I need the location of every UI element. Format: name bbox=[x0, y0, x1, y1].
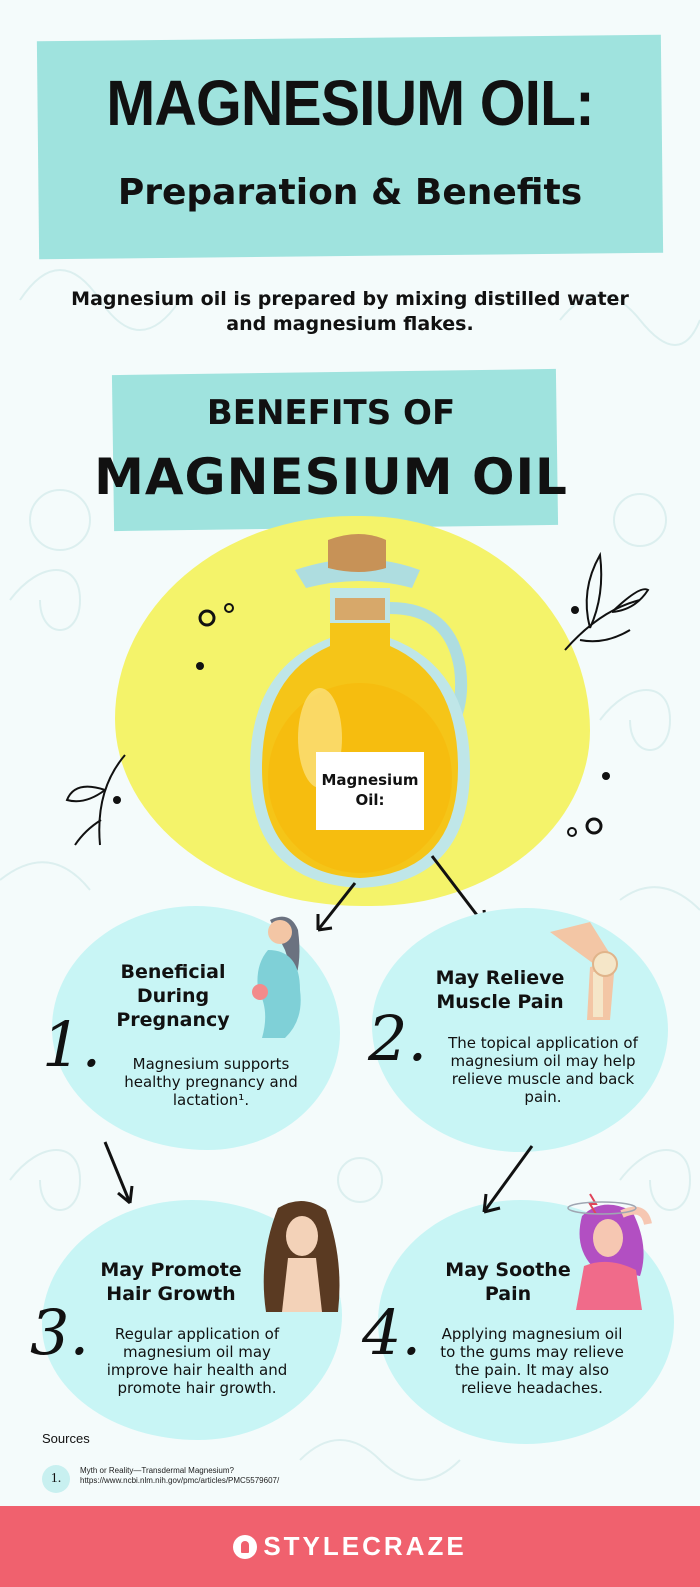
benefit-2-text-line: relieve muscle and back bbox=[451, 1070, 635, 1088]
benefit-4-text-line: the pain. It may also bbox=[454, 1361, 610, 1379]
arrow-down-left-icon bbox=[316, 882, 357, 932]
benefit-3-text-line: improve hair health and bbox=[106, 1361, 288, 1379]
benefit-3-text-line: magnesium oil may bbox=[123, 1343, 271, 1361]
benefit-2-text-line: The topical application of bbox=[448, 1034, 638, 1052]
bottle-label-line-1: Magnesium bbox=[321, 771, 419, 789]
benefits-heading-line-1: BENEFITS OF bbox=[206, 393, 456, 433]
benefit-1-number: 1. bbox=[42, 1008, 102, 1081]
benefit-1-title: Beneficial During Pregnancy bbox=[98, 960, 248, 1032]
benefit-3-number: 3. bbox=[30, 1296, 90, 1369]
benefit-1-title-line: Pregnancy bbox=[116, 1009, 230, 1031]
leaf-sprig-icon bbox=[564, 551, 650, 651]
benefit-2-title-line: May Relieve bbox=[435, 967, 565, 989]
benefit-3-title: May Promote Hair Growth bbox=[86, 1258, 256, 1306]
benefit-4-number: 4. bbox=[362, 1296, 422, 1369]
decorative-dots-icon bbox=[567, 772, 610, 837]
benefit-3-title-line: May Promote bbox=[100, 1259, 242, 1281]
benefit-2-text-line: magnesium oil may help bbox=[450, 1052, 636, 1070]
sources-label: Sources bbox=[42, 1431, 90, 1446]
benefit-2-bubble bbox=[372, 908, 668, 1152]
benefit-3-text: Regular application of magnesium oil may… bbox=[86, 1325, 308, 1397]
benefits-heading-line-2: MAGNESIUM OIL bbox=[94, 448, 568, 506]
benefit-4-text-line: to the gums may relieve bbox=[440, 1343, 624, 1361]
brand-name[interactable]: STYLECRAZE bbox=[263, 1531, 467, 1561]
leaf-sprig-icon bbox=[65, 754, 126, 846]
intro-line-1: Magnesium oil is prepared by mixing dist… bbox=[71, 288, 629, 310]
source-number: 1. bbox=[42, 1465, 70, 1493]
benefit-2-number: 2. bbox=[368, 1002, 428, 1075]
benefit-1-text: Magnesium supports healthy pregnancy and… bbox=[106, 1055, 316, 1109]
benefit-1-text-line: lactation¹. bbox=[172, 1091, 250, 1109]
benefit-3-text-line: Regular application of bbox=[114, 1325, 280, 1343]
oil-bottle-illustration bbox=[250, 534, 470, 888]
intro-text: Magnesium oil is prepared by mixing dist… bbox=[40, 287, 660, 337]
bottle-label: Magnesium Oil: bbox=[316, 752, 424, 830]
arrow-down-left-icon bbox=[482, 1145, 534, 1214]
pregnant-woman-icon bbox=[252, 916, 301, 1038]
footer-bar: STYLECRAZE bbox=[0, 1506, 700, 1587]
decorative-dots-icon bbox=[196, 603, 234, 670]
benefit-4-title-line: Pain bbox=[484, 1283, 532, 1305]
long-hair-woman-icon bbox=[263, 1200, 340, 1312]
source-title: Myth or Reality—Transdermal Magnesium? bbox=[80, 1466, 234, 1475]
benefit-1-text-line: healthy pregnancy and bbox=[124, 1073, 298, 1091]
benefit-4-text-line: Applying magnesium oil bbox=[441, 1325, 623, 1343]
benefit-3-title-line: Hair Growth bbox=[106, 1283, 236, 1305]
bottle-label-line-2: Oil: bbox=[355, 791, 385, 809]
intro-line-2: and magnesium flakes. bbox=[226, 313, 474, 335]
benefit-1-text-line: Magnesium supports bbox=[132, 1055, 290, 1073]
knee-joint-icon bbox=[550, 922, 618, 1020]
benefit-2-title: May Relieve Muscle Pain bbox=[420, 966, 580, 1014]
benefit-1-title-line: Beneficial bbox=[120, 961, 226, 983]
benefit-2-text-line: pain. bbox=[524, 1088, 562, 1106]
arrow-down-icon bbox=[103, 1141, 134, 1205]
stylecraze-logo-icon bbox=[233, 1534, 258, 1559]
benefit-4-text: Applying magnesium oil to the gums may r… bbox=[420, 1325, 644, 1397]
page-title: MAGNESIUM OIL: bbox=[106, 67, 594, 139]
headache-woman-icon bbox=[567, 1193, 652, 1310]
benefit-1-title-line: During bbox=[136, 985, 210, 1007]
source-link[interactable]: https://www.ncbi.nlm.nih.gov/pmc/article… bbox=[80, 1476, 280, 1485]
benefit-2-text: The topical application of magnesium oil… bbox=[432, 1034, 654, 1106]
benefit-3-text-line: promote hair growth. bbox=[117, 1379, 277, 1397]
page-subtitle: Preparation & Benefits bbox=[117, 172, 583, 213]
benefit-4-text-line: relieve headaches. bbox=[461, 1379, 603, 1397]
benefit-4-title-line: May Soothe bbox=[445, 1259, 571, 1281]
benefit-4-title: May Soothe Pain bbox=[428, 1258, 588, 1306]
benefit-2-title-line: Muscle Pain bbox=[436, 991, 564, 1013]
